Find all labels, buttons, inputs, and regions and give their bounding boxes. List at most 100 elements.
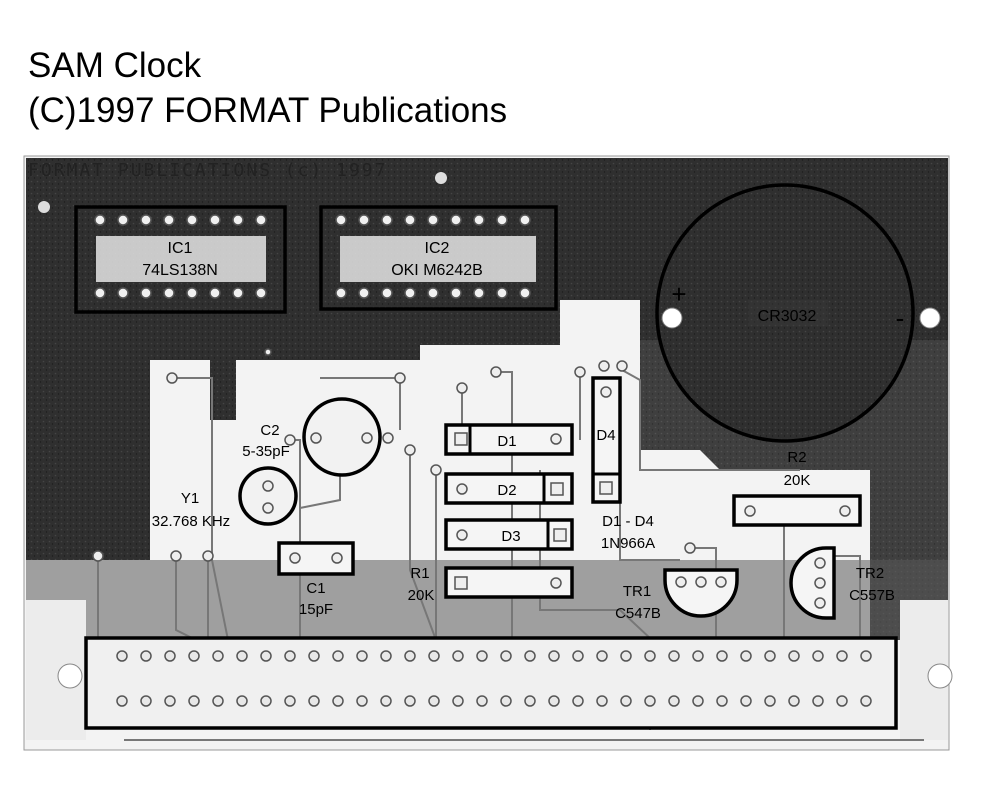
- c2-ref: C2: [260, 422, 279, 439]
- connector-pad: [596, 695, 608, 707]
- connector-pad: [164, 650, 176, 662]
- connector-pad: [812, 695, 824, 707]
- diode-d1: D1: [444, 423, 574, 456]
- ic1-ref: IC1: [168, 240, 193, 257]
- connector-pad: [812, 650, 824, 662]
- connector-pad: [596, 650, 608, 662]
- ic1-value: 74LS138N: [142, 262, 218, 279]
- tr1-value: C547B: [615, 605, 661, 622]
- connector-pad: [452, 650, 464, 662]
- diagram-title: SAM Clock: [28, 46, 202, 85]
- connector-pad: [284, 650, 296, 662]
- diode-d4: D4: [591, 376, 622, 504]
- connector-pad: [788, 695, 800, 707]
- d3-ref: D3: [501, 528, 520, 545]
- connector-pad: [548, 695, 560, 707]
- connector-pad: [740, 650, 752, 662]
- connector-pad: [524, 695, 536, 707]
- d4-ref: D4: [596, 427, 615, 444]
- c1-ref: C1: [306, 580, 325, 597]
- y1-value: 32.768 KHz: [152, 513, 230, 530]
- ic1: IC1 74LS138N: [74, 205, 287, 314]
- connector-pad: [644, 650, 656, 662]
- connector-pad: [500, 650, 512, 662]
- ic2-ref: IC2: [425, 240, 450, 257]
- diode-d3: D3: [444, 518, 574, 551]
- connector-pad: [476, 695, 488, 707]
- connector-pad: [380, 695, 392, 707]
- connector-pad: [188, 650, 200, 662]
- y1-ref: Y1: [181, 490, 199, 507]
- connector-pad: [284, 695, 296, 707]
- r1-value: 20K: [408, 587, 435, 604]
- battery-cr3032: CR3032 + -: [655, 183, 915, 443]
- connector-pad: [428, 695, 440, 707]
- connector-pad: [740, 695, 752, 707]
- connector-pad: [836, 650, 848, 662]
- connector-pad: [332, 650, 344, 662]
- connector-pad: [164, 695, 176, 707]
- connector-pad: [260, 695, 272, 707]
- diodes-value: 1N966A: [601, 535, 655, 552]
- transistor-tr1: TR1 C547B: [615, 568, 739, 622]
- d1-ref: D1: [497, 433, 516, 450]
- connector-pad: [236, 650, 248, 662]
- connector-pad: [716, 650, 728, 662]
- c1-value: 15pF: [299, 601, 333, 618]
- tr2-value: C557B: [849, 587, 895, 604]
- connector-pad: [212, 695, 224, 707]
- connector-pad: [308, 695, 320, 707]
- connector-pad: [404, 650, 416, 662]
- r1-ref: R1: [410, 565, 429, 582]
- connector-pad: [716, 695, 728, 707]
- connector-pad: [380, 650, 392, 662]
- c2-trimmer: C2 5-35pF: [242, 397, 394, 477]
- connector-pad: [836, 695, 848, 707]
- battery-minus: -: [896, 303, 905, 333]
- connector-pad: [260, 650, 272, 662]
- connector-pad: [356, 695, 368, 707]
- connector-pad: [764, 695, 776, 707]
- connector-pad: [212, 650, 224, 662]
- connector-pad: [668, 695, 680, 707]
- connector-pad: [116, 650, 128, 662]
- resistor-r1: R1 20K: [408, 565, 574, 604]
- d2-ref: D2: [497, 482, 516, 499]
- connector-pad: [524, 650, 536, 662]
- connector-pad: [356, 650, 368, 662]
- connector-pad: [788, 650, 800, 662]
- connector-pad: [860, 695, 872, 707]
- connector-pad: [548, 650, 560, 662]
- connector-pad: [140, 650, 152, 662]
- c2-value: 5-35pF: [242, 443, 290, 460]
- connector-pad: [620, 695, 632, 707]
- diode-d2: D2: [444, 472, 574, 505]
- connector-pad: [644, 695, 656, 707]
- copyright-line: (C)1997 FORMAT Publications: [28, 91, 508, 130]
- battery-value: CR3032: [758, 308, 817, 325]
- connector-pad: [668, 650, 680, 662]
- y1-crystal: Y1 32.768 KHz: [152, 466, 298, 530]
- connector-pad: [572, 650, 584, 662]
- tr1-ref: TR1: [623, 583, 651, 600]
- connector-pad: [428, 650, 440, 662]
- connector-pad: [452, 695, 464, 707]
- connector-pad: [140, 695, 152, 707]
- connector-pad: [764, 650, 776, 662]
- connector-pad: [500, 695, 512, 707]
- connector-pad: [308, 650, 320, 662]
- connector-pad: [236, 695, 248, 707]
- connector-pad: [332, 695, 344, 707]
- r2-ref: R2: [787, 449, 806, 466]
- ic2: IC2 OKI M6242B: [319, 205, 558, 311]
- connector-pad: [692, 695, 704, 707]
- ic2-value: OKI M6242B: [391, 262, 483, 279]
- resistor-r2: R2 20K: [732, 449, 862, 527]
- board-silkscreen: FORMAT PUBLICATIONS (c) 1997: [28, 160, 387, 181]
- connector-pad: [572, 695, 584, 707]
- connector-pad: [860, 650, 872, 662]
- tr2-ref: TR2: [856, 565, 884, 582]
- diodes-ref: D1 - D4: [602, 513, 654, 530]
- c1-capacitor: C1 15pF: [277, 541, 355, 618]
